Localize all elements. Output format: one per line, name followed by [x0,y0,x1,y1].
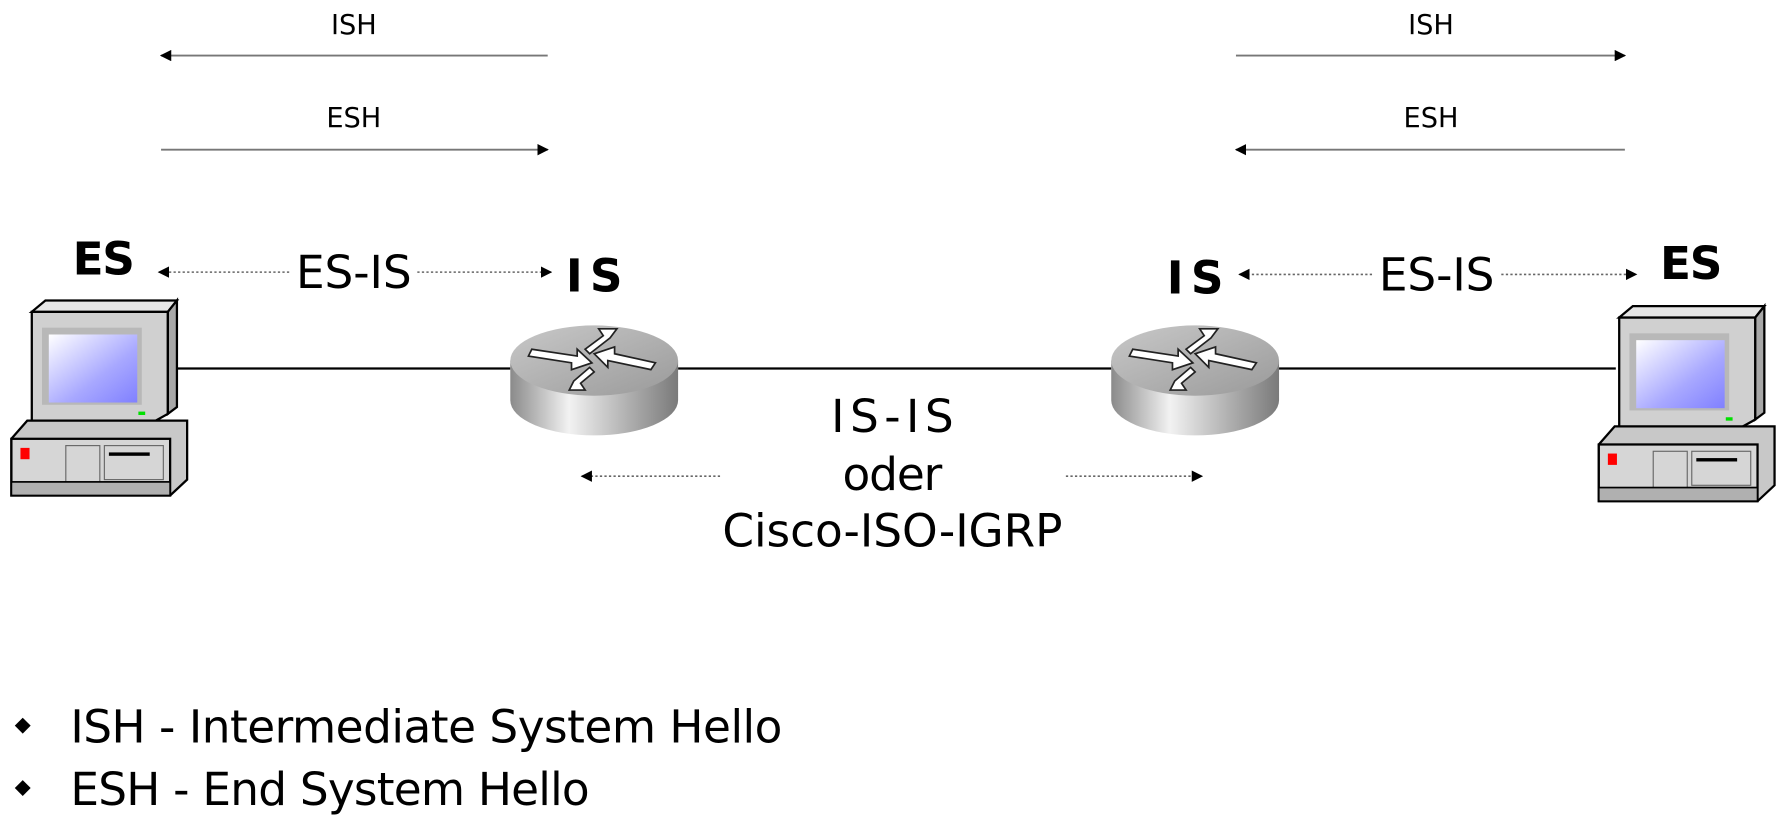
ish-label-left: ISH [331,10,377,41]
bullet-diamond-icon [14,780,31,796]
left-protocol-label: ES-IS [296,246,412,299]
left-end-system-computer-icon [10,299,189,497]
right-end-system-computer-icon [1597,305,1776,503]
right-router-icon [1110,324,1280,437]
left-es-label: ES [73,232,135,285]
core-protocol-line3: Cisco-ISO-IGRP [722,505,1062,558]
right-es-label: ES [1660,237,1722,290]
left-is-label: IS [566,249,623,302]
right-protocol-label: ES-IS [1379,248,1495,301]
legend-item-esh: ESH - End System Hello [70,763,589,816]
core-protocol-line1: IS-IS [831,390,953,443]
esh-label-right: ESH [1404,103,1459,134]
bullet-diamond-icon [14,717,31,734]
core-protocol-line2: oder [843,448,943,501]
left-router-icon [509,324,679,437]
ish-label-right: ISH [1408,10,1454,41]
right-is-label: IS [1167,252,1224,305]
legend-item-ish: ISH - Intermediate System Hello [70,701,782,754]
esh-label-left: ESH [326,103,381,134]
